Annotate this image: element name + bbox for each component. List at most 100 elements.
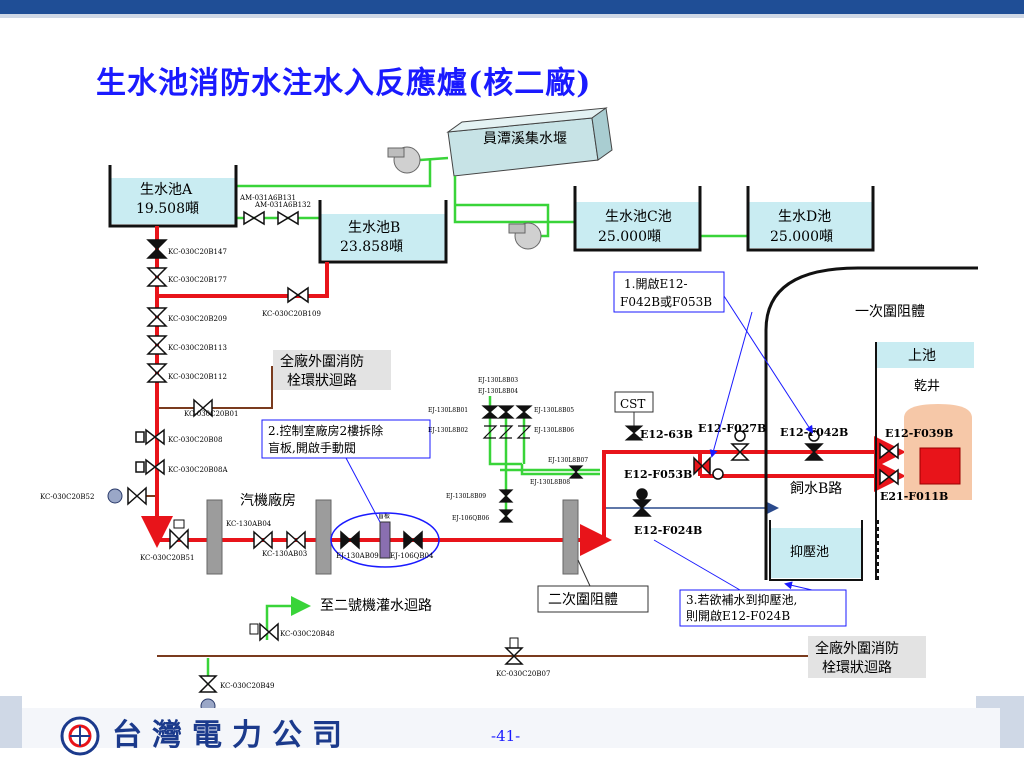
- valve-l8b03-label: EJ-130L8B03: [478, 377, 518, 384]
- valve-l8b05-label: EJ-130L8B05: [534, 407, 574, 414]
- valve-e63b-label: E12-63B: [640, 428, 693, 441]
- valve-b51-label: KC-030C20B51: [140, 554, 194, 562]
- valve-b01-icon: [193, 398, 213, 418]
- pool-d-name: 生水D池: [778, 209, 831, 225]
- upper-pool: [876, 342, 974, 368]
- note-2-box: 2.控制室廠房2樓拆除 盲板,開啟手動閥: [261, 419, 431, 523]
- note-3-line1: 3.若欲補水到抑壓池,: [686, 592, 797, 607]
- valve-b48-label: KC-030C20B48: [280, 630, 334, 638]
- source-weir-box: 員潭溪集水堰: [446, 107, 613, 177]
- turbine-valve-labels: KC-130AB04 KC-130AB03 EJ-130AB09 EJ-106Q…: [226, 520, 434, 560]
- valve-b08a-label: KC-030C20B08A: [168, 466, 228, 474]
- valve-b113-label: KC-030C20B113: [168, 344, 227, 352]
- valve-b112-label: KC-030C20B112: [168, 373, 227, 381]
- pool-b-name: 生水池B: [348, 220, 400, 236]
- valve-f039b-label: E12-F039B: [885, 427, 953, 440]
- valve-ab03-label: KC-130AB03: [262, 550, 307, 558]
- valve-b109-label: KC-030C20B109: [262, 310, 321, 318]
- valve-stack: [146, 239, 168, 383]
- pool-c: 生水池C池 25.000噸: [573, 186, 702, 252]
- to-unit2-label: 至二號機灌水迴路: [320, 598, 432, 614]
- cst-label: CST: [620, 397, 645, 411]
- company-name: 台灣電力公司: [112, 718, 352, 753]
- valve-f053b-label: E12-F053B: [624, 468, 692, 481]
- valve-l8b09-label: EJ-130L8B09: [446, 493, 486, 500]
- note-1-line1: 1.開啟E12-: [624, 276, 688, 291]
- valve-b07-label: KC-030C20B07: [496, 670, 550, 678]
- valve-b08-icons: [135, 428, 165, 476]
- suppression-pool-label: 抑壓池: [790, 545, 829, 560]
- note-2-line2: 盲板,開啟手動閥: [268, 440, 356, 455]
- valve-b08-label: KC-030C20B08: [168, 436, 222, 444]
- valve-f042b-label: E12-F042B: [780, 426, 848, 439]
- taipower-logo-icon: [60, 716, 100, 756]
- valve-l8b06-label: EJ-130L8B06: [534, 427, 574, 434]
- valve-ab09-label: EJ-130AB09: [336, 552, 379, 560]
- valve-f011b-label: E21-F011B: [880, 490, 948, 503]
- actuator-icon: [249, 623, 259, 635]
- actuator-icon: [509, 637, 519, 649]
- top-banner: [0, 0, 1024, 14]
- valve-l8b07-label: EJ-130L8B07: [548, 457, 588, 464]
- bowtie-valve-icon: [243, 210, 299, 226]
- valve-l8b01-label: EJ-130L8B01: [428, 407, 468, 414]
- valve-b209-label: KC-030C20B209: [168, 315, 227, 323]
- reactor-core: [919, 447, 961, 485]
- valve-b52-icon: [127, 486, 147, 506]
- valve-ab04-label: KC-130AB04: [226, 520, 272, 528]
- page-number: -41-: [491, 727, 521, 745]
- loop-bottom-line2: 栓環狀迴路: [822, 660, 892, 676]
- footer-band: [0, 696, 1024, 768]
- valve-l8b08-label: EJ-130L8B08: [530, 479, 570, 486]
- top-banner-stripe: [0, 14, 1024, 18]
- pump-icon: [387, 146, 421, 174]
- valve-b49-icon: [198, 675, 218, 693]
- turbine-valves: [253, 530, 423, 550]
- loop-label-bottom: 全廠外圍消防 栓環狀迴路: [808, 636, 926, 678]
- containment-valves: [632, 430, 899, 517]
- cst-tank: CST: [614, 391, 654, 426]
- note-1-line2: F042B或F053B: [620, 295, 712, 309]
- valve-stack-labels: KC-030C20B147 KC-030C20B177 KC-030C20B20…: [168, 248, 227, 381]
- ej-valve-labels: EJ-130L8B03 EJ-130L8B04 EJ-130L8B01 EJ-1…: [428, 377, 588, 522]
- valve-qb04-label: EJ-106QB04: [390, 552, 434, 560]
- feedwater-b-label: 飼水B路: [790, 481, 842, 497]
- note-3-line2: 則開啟E12-F024B: [686, 608, 790, 623]
- valve-b177-label: KC-030C20B177: [168, 276, 227, 284]
- secondary-containment-label: 二次圍阻體: [537, 559, 649, 613]
- pool-a: 生水池A 19.508噸: [108, 165, 238, 228]
- loop-bottom-line1: 全廠外圍消防: [815, 640, 899, 657]
- highlight-ellipse: [330, 512, 440, 568]
- blind-label: 盲板: [378, 512, 390, 520]
- upper-pool-label: 上池: [908, 348, 936, 364]
- building-walls: [206, 499, 579, 575]
- pool-c-volume: 25.000噸: [598, 229, 661, 245]
- loop-top-line1: 全廠外圍消防: [280, 353, 364, 370]
- valve-am132-label: AM-031A6B132: [254, 201, 311, 209]
- loop-top-line2: 栓環狀迴路: [287, 373, 357, 389]
- primary-containment-label: 一次圍阻體: [855, 304, 925, 320]
- note-2-line1: 2.控制室廠房2樓拆除: [268, 423, 383, 438]
- primary-containment-wall: [764, 266, 978, 580]
- valve-l8b02-label: EJ-130L8B02: [428, 427, 468, 434]
- valve-l8b04-label: EJ-130L8B04: [478, 388, 518, 395]
- loop-label-top: 全廠外圍消防 栓環狀迴路: [273, 350, 391, 390]
- pool-d: 生水D池 25.000噸: [746, 186, 875, 252]
- containment-valve-labels: E12-F027B E12-F042B E12-F039B E12-F053B …: [624, 422, 953, 537]
- valve-b07-icon: [504, 647, 524, 665]
- source-weir-label: 員潭溪集水堰: [483, 130, 567, 147]
- valve-b48-icon: [259, 622, 279, 642]
- note-1-box: 1.開啟E12- F042B或F053B: [613, 271, 814, 458]
- valve-b147-label: KC-030C20B147: [168, 248, 227, 256]
- valve-b51-icon: [169, 528, 189, 550]
- pool-b: 生水池B 23.858噸: [318, 200, 448, 264]
- pool-a-name: 生水池A: [140, 182, 193, 198]
- valve-b109-icon: [287, 286, 309, 304]
- secondary-containment-text: 二次圍阻體: [548, 592, 618, 608]
- valve-b52-label: KC-030C20B52: [40, 493, 94, 501]
- valve-qb06-label: EJ-106QB06: [452, 515, 489, 522]
- pool-d-volume: 25.000噸: [770, 229, 833, 245]
- pool-b-volume: 23.858噸: [340, 239, 403, 255]
- blind-flange-icon: [379, 521, 391, 559]
